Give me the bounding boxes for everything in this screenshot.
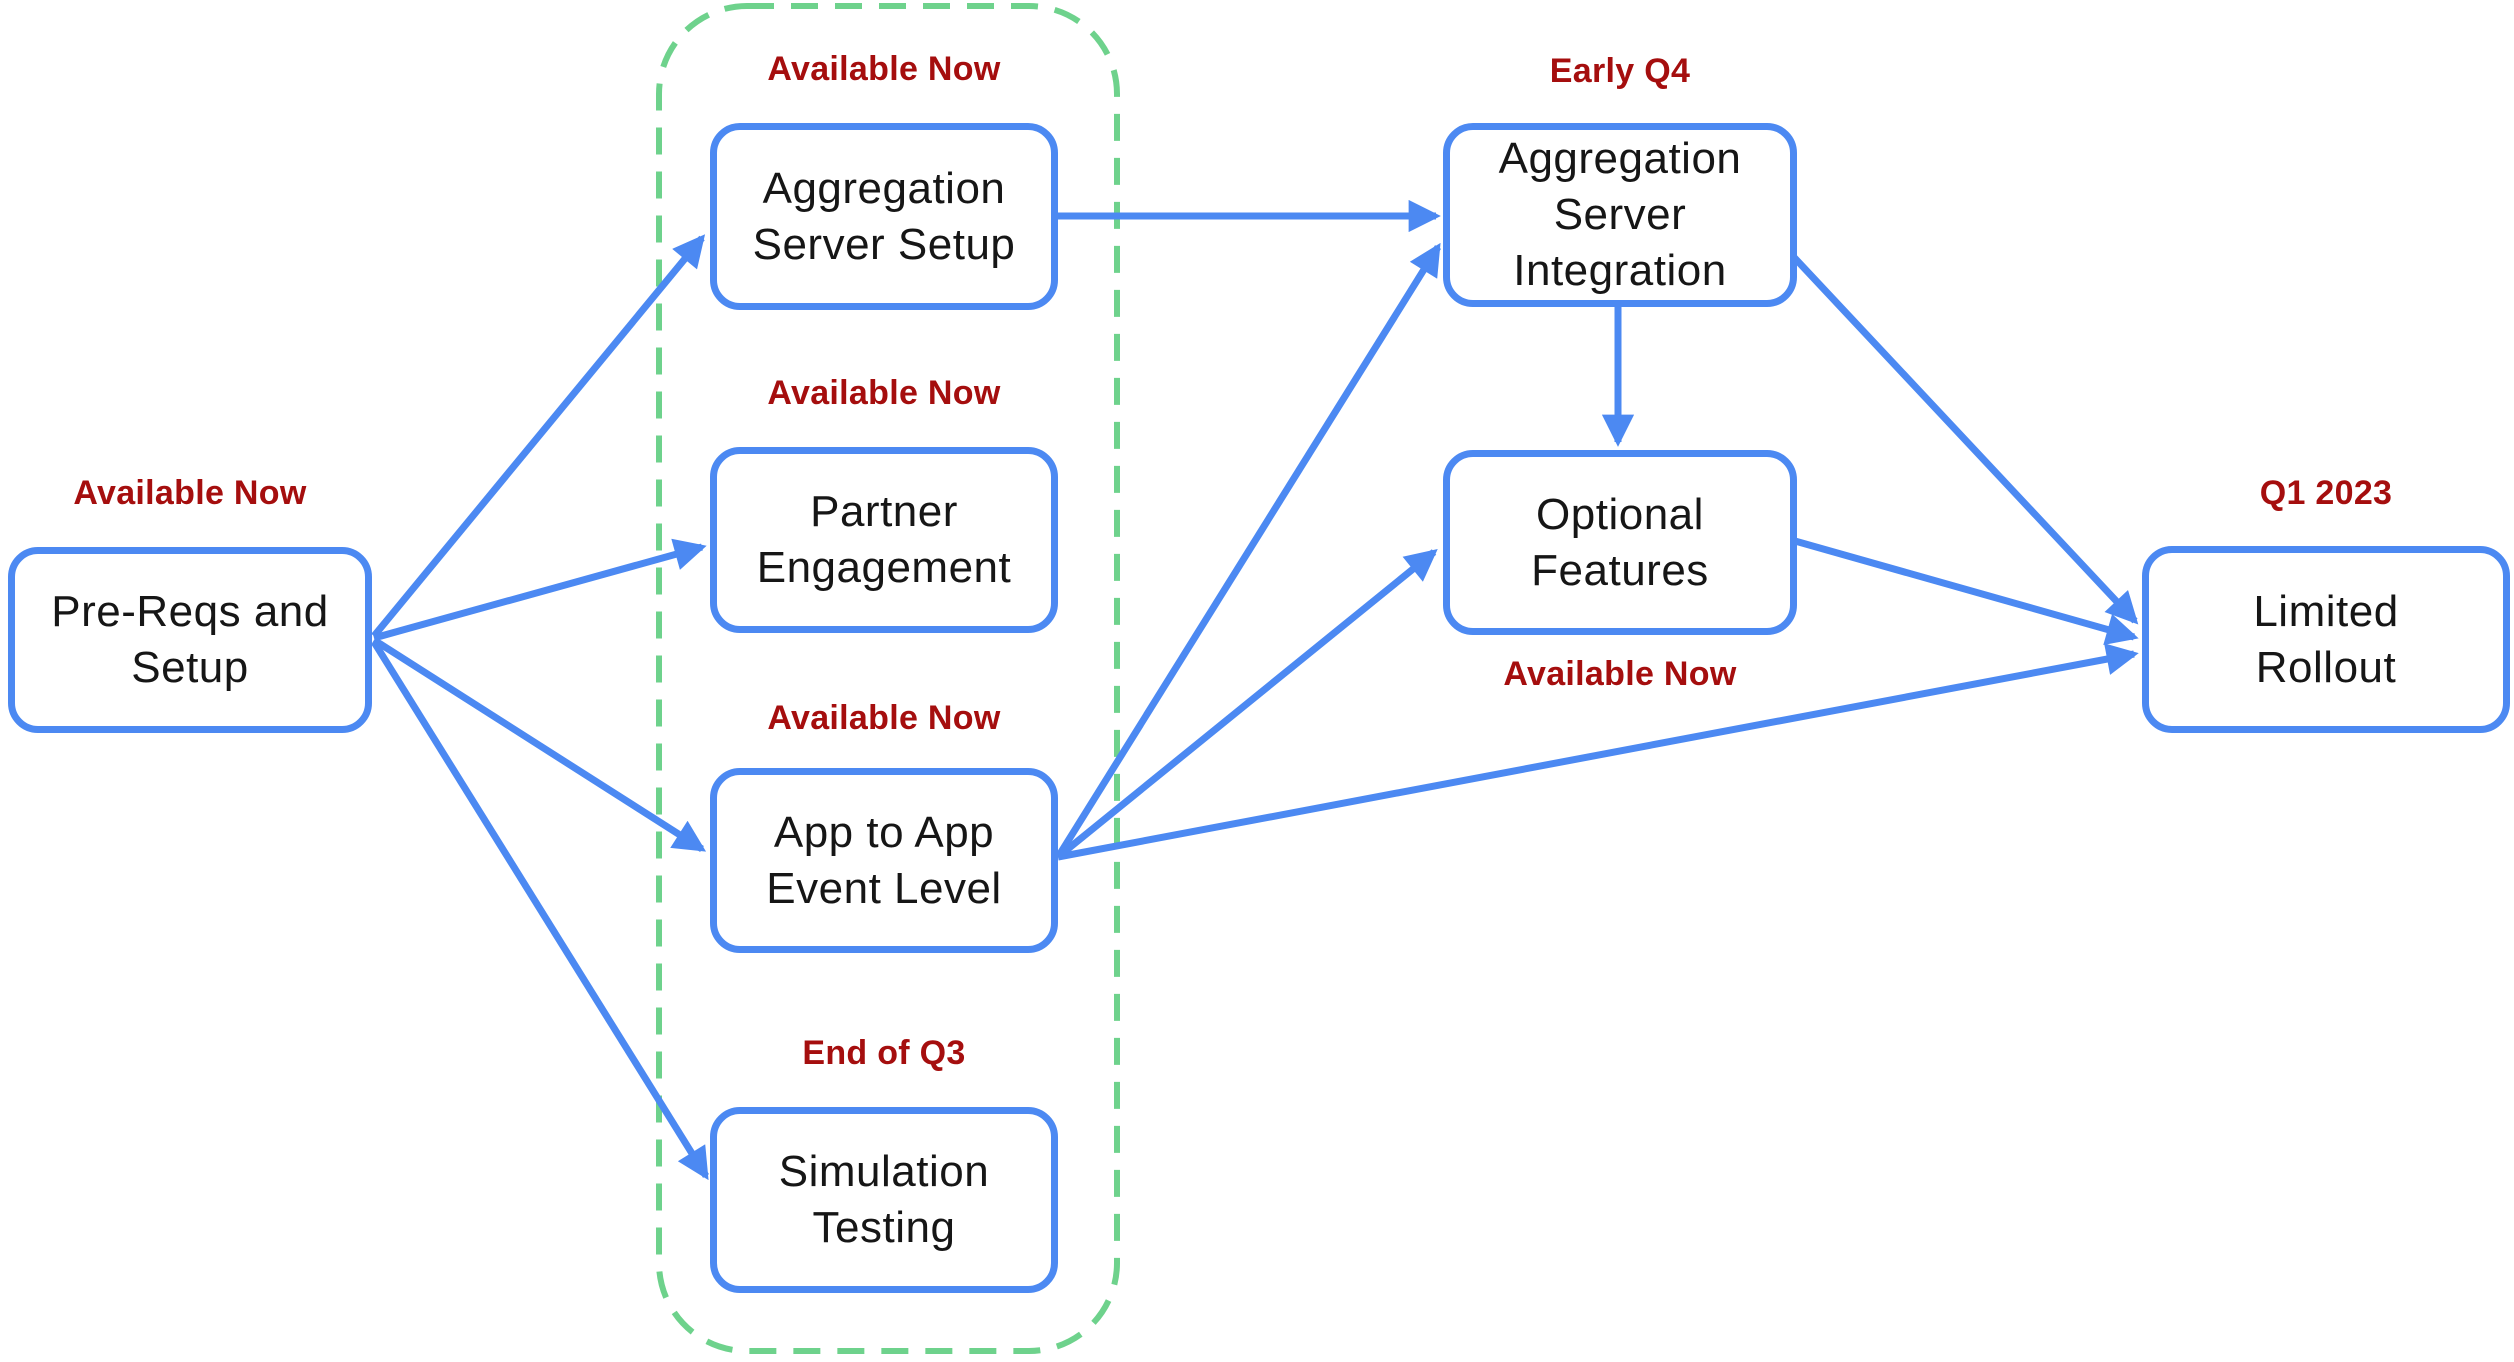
node-label-optional-features: Optional Features — [1531, 489, 1709, 595]
edge-prereqs-to-partner — [373, 538, 707, 642]
node-partner-engagement: Partner Engagement — [710, 447, 1058, 633]
node-limited-rollout: Limited Rollout — [2142, 546, 2510, 733]
phase-group-outline — [656, 3, 1120, 1354]
milestone-aggregation-integration: Early Q4 — [1549, 52, 1691, 90]
node-label-limited-rollout: Limited Rollout — [2253, 586, 2399, 692]
edge-app2app-to-agg-integration — [1055, 242, 1441, 859]
node-aggregation-server-setup: Aggregation Server Setup — [710, 123, 1058, 310]
node-label-partner-engagement: Partner Engagement — [756, 487, 1012, 592]
edge-agg-integration-to-rollout — [1787, 250, 2139, 625]
node-label-simulation-testing: Simulation Testing — [778, 1147, 990, 1252]
node-label-aggregation-setup: Aggregation Server Setup — [752, 163, 1016, 269]
milestone-partner-engagement: Available Now — [767, 374, 1001, 412]
node-label-aggregation-integration: Aggregation Server Integration — [1498, 134, 1742, 295]
node-aggregation-server-integration: Aggregation Server Integration — [1443, 123, 1797, 307]
node-label-pre-reqs: Pre-Reqs and Setup — [51, 587, 329, 692]
milestone-aggregation-setup: Available Now — [767, 50, 1001, 88]
node-app-to-app-event-level: App to App Event Level — [710, 768, 1058, 953]
edge-prereqs-to-app2app — [372, 637, 707, 852]
node-pre-reqs-and-setup: Pre-Reqs and Setup — [8, 547, 372, 733]
node-optional-features: Optional Features — [1443, 450, 1797, 635]
edge-app2app-to-optional — [1055, 548, 1438, 860]
milestone-optional-features: Available Now — [1503, 655, 1737, 693]
node-label-app-to-app: App to App Event Level — [766, 807, 1002, 913]
node-simulation-testing: Simulation Testing — [710, 1107, 1058, 1293]
milestone-simulation-testing: End of Q3 — [802, 1034, 966, 1072]
edge-prereqs-to-agg-setup — [371, 234, 706, 639]
milestone-pre-reqs: Available Now — [73, 474, 307, 512]
edge-prereqs-to-simulation — [371, 640, 709, 1181]
edge-optional-to-rollout — [1794, 537, 2139, 646]
edge-app2app-to-rollout — [1057, 643, 2139, 861]
milestone-limited-rollout: Q1 2023 — [2259, 474, 2393, 512]
milestone-app-to-app: Available Now — [767, 699, 1001, 737]
